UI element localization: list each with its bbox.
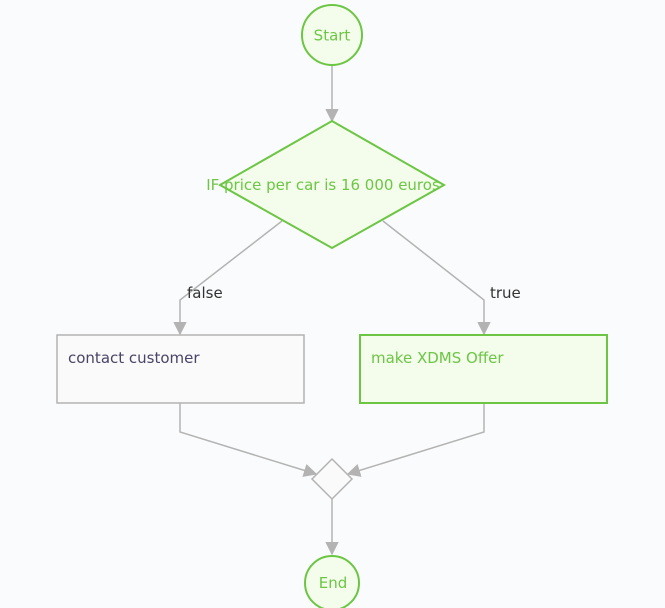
end-node-label: End <box>319 574 348 592</box>
task-make-xdms-offer-shape <box>359 334 608 404</box>
edge-contact-customer-to-gateway[interactable] <box>179 403 318 477</box>
task-make-xdms-offer-label: make XDMS Offer <box>371 349 504 367</box>
start-node-shape <box>301 4 363 66</box>
edge-label-false: false <box>187 284 223 302</box>
edges <box>173 64 491 556</box>
edge-label-true: true <box>490 284 521 302</box>
task-contact-customer-label: contact customer <box>68 349 200 367</box>
merge-gateway-shape <box>310 457 354 501</box>
edge-decision-to-make-offer[interactable] <box>382 220 491 336</box>
task-make-xdms-offer[interactable]: make XDMS Offer <box>359 334 608 404</box>
merge-gateway[interactable] <box>310 457 354 501</box>
edge-make-offer-to-gateway[interactable] <box>346 403 485 477</box>
start-node[interactable]: Start <box>301 4 363 66</box>
decision-node-shape <box>217 119 447 250</box>
edge-decision-to-contact-customer[interactable] <box>173 220 283 336</box>
end-node[interactable]: End <box>304 555 360 608</box>
task-contact-customer[interactable]: contact customer <box>56 334 305 404</box>
decision-node[interactable]: IF price per car is 16 000 euros <box>206 119 447 250</box>
decision-node-label: IF price per car is 16 000 euros <box>206 176 440 194</box>
start-node-label: Start <box>314 27 351 45</box>
task-contact-customer-shape <box>56 334 305 404</box>
end-node-shape <box>304 555 360 608</box>
